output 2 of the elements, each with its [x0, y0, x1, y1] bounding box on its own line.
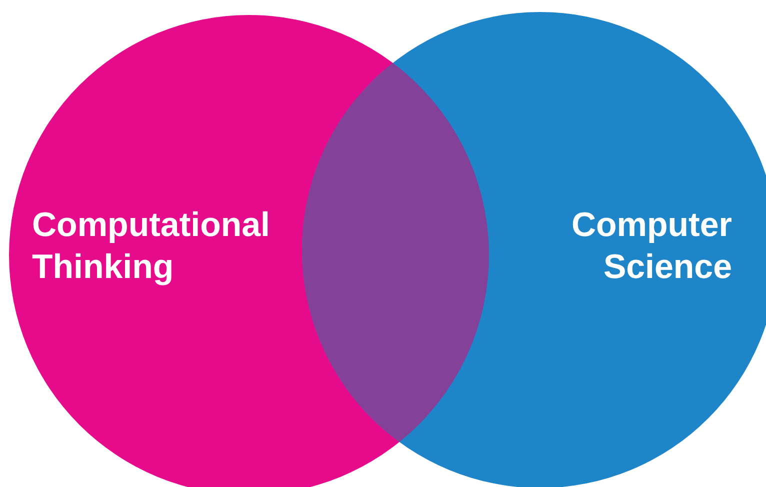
circle-label: Computer Science: [570, 205, 732, 288]
circle-label: Computational Thinking: [32, 205, 271, 288]
